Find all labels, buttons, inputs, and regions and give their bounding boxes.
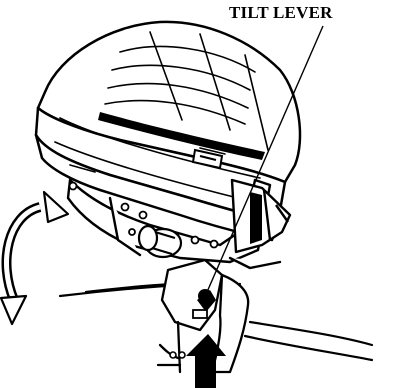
tiller-knob	[139, 226, 181, 257]
transom-shadow	[250, 192, 262, 244]
tilt-lever-label: TILT LEVER	[229, 3, 333, 23]
curved-arrow-icon	[1, 192, 68, 324]
